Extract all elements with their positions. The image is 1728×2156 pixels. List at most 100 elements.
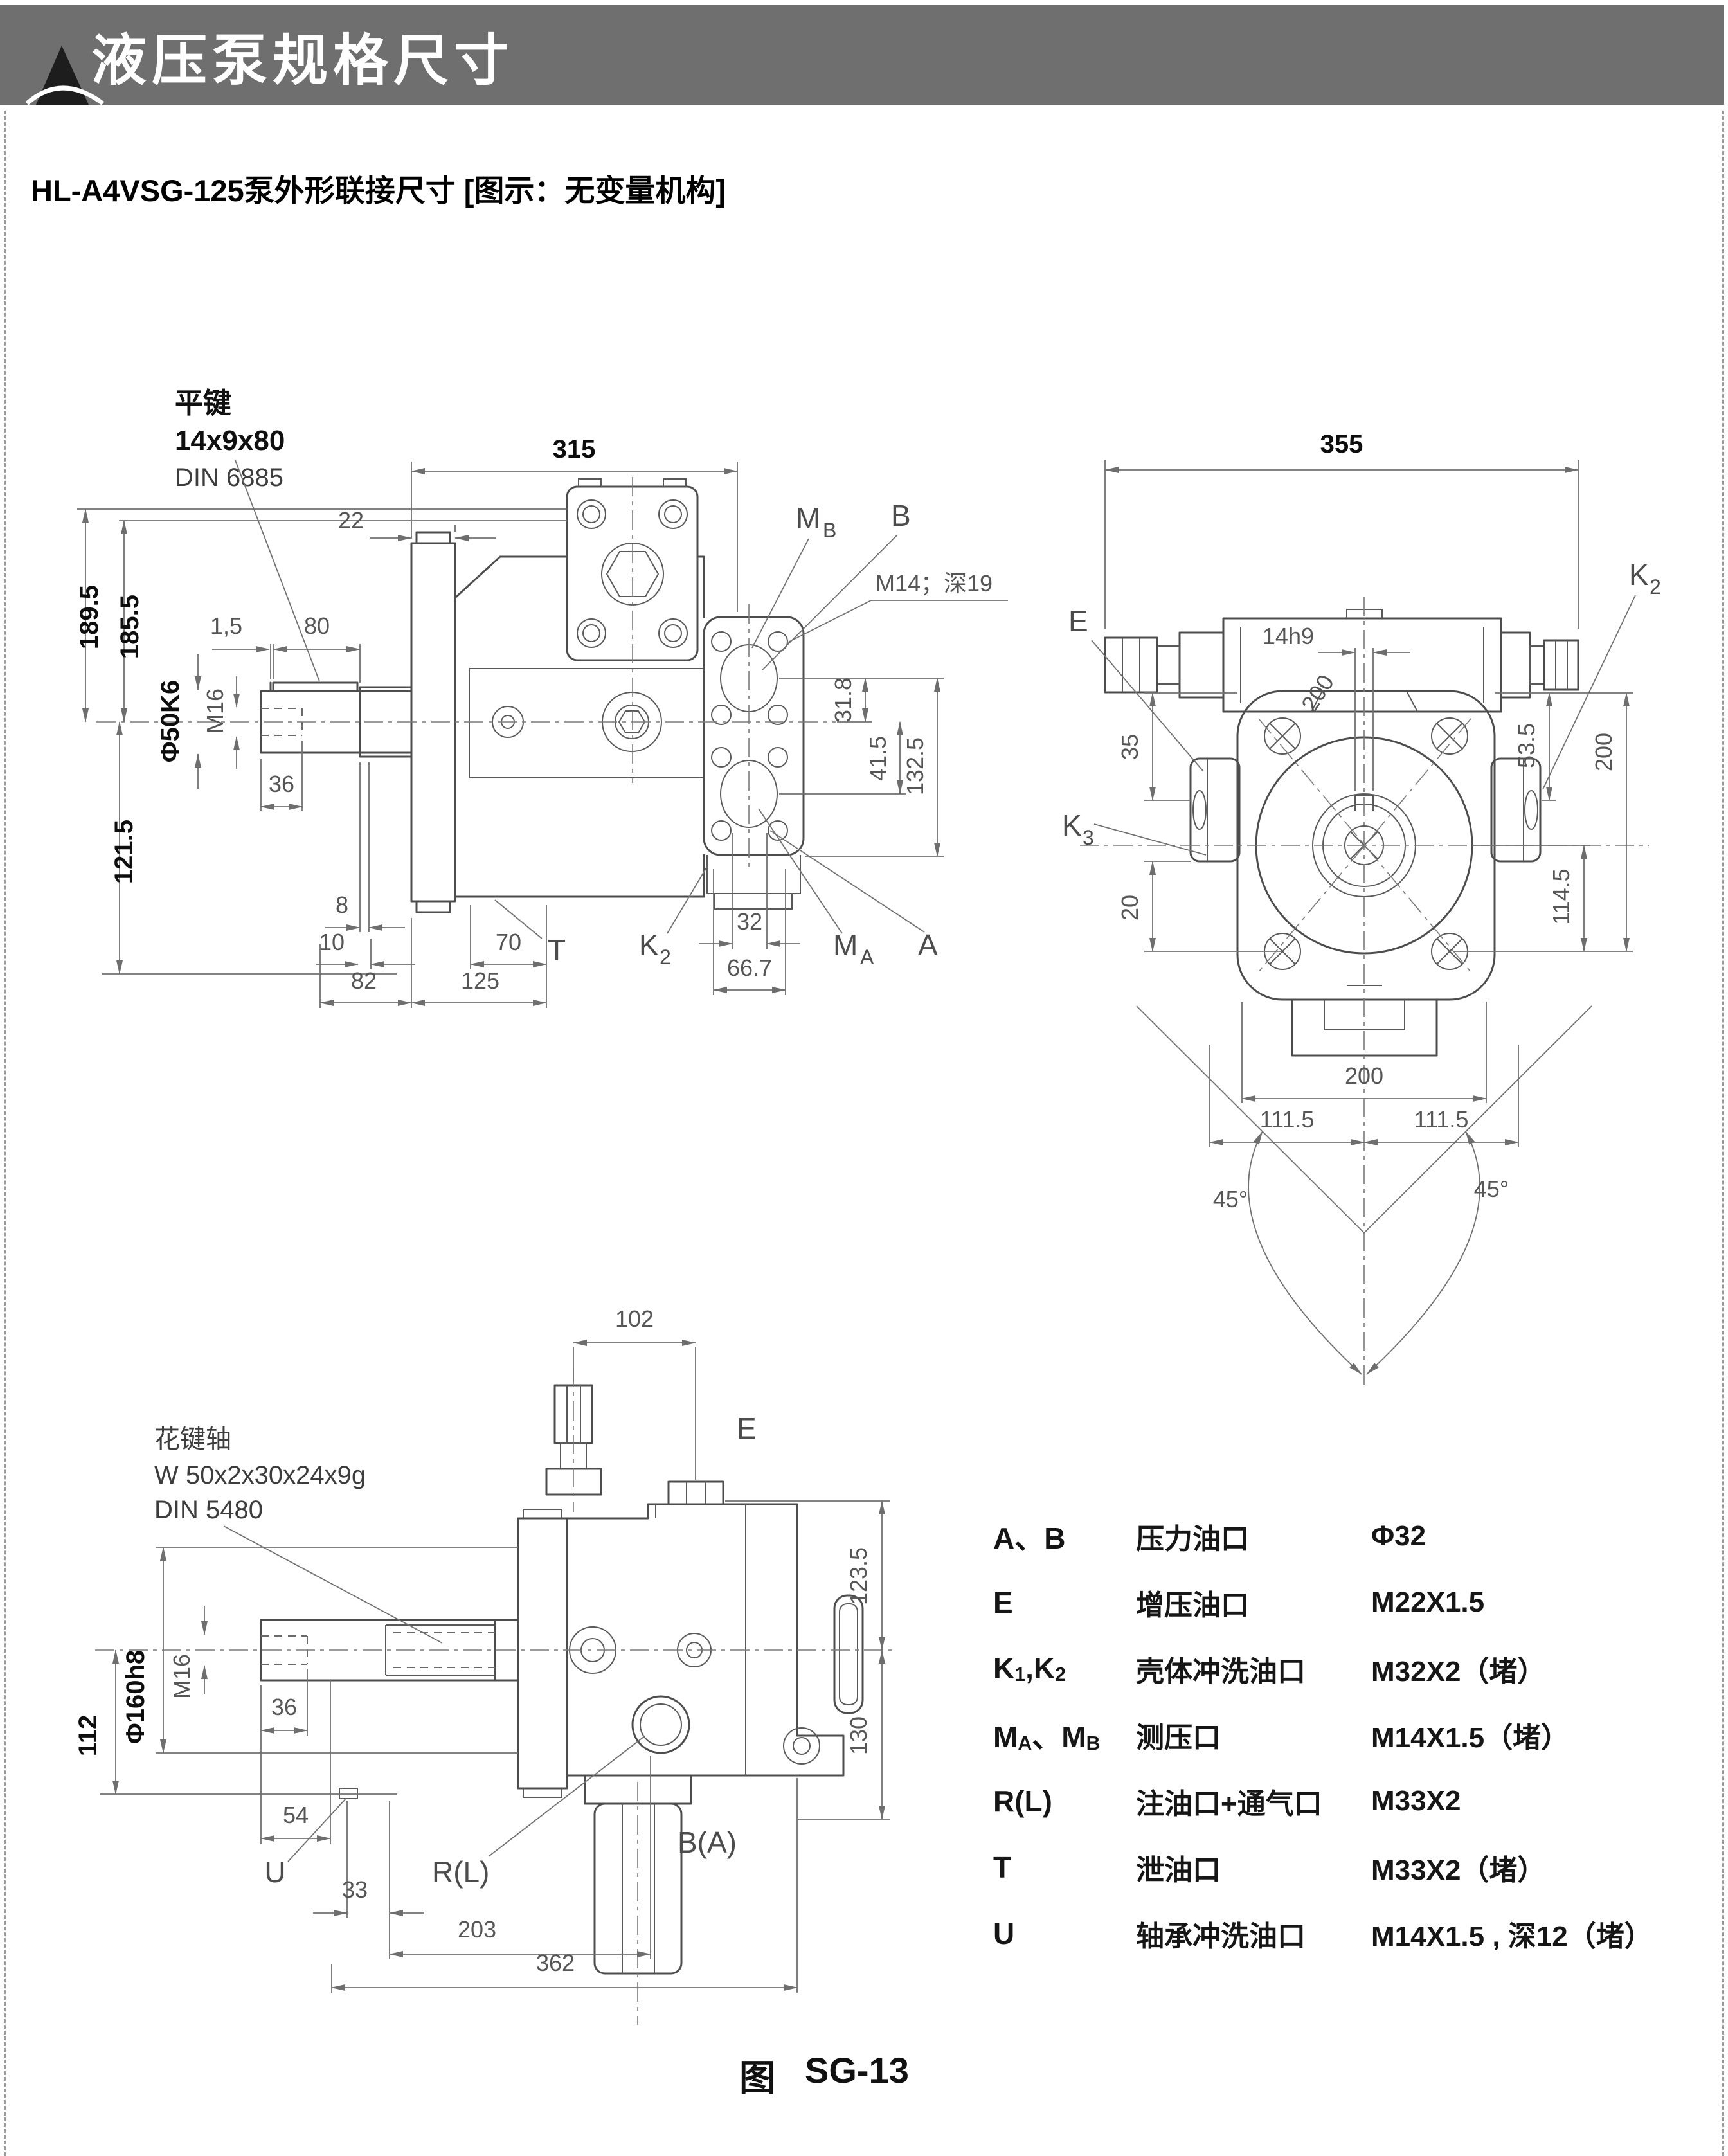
side-port-label-t: T [548, 933, 566, 967]
side-port-label-b: B [891, 499, 911, 532]
side-dim-80: 80 [304, 613, 330, 639]
port-spec: M33X2（堵） [1371, 1854, 1546, 1886]
port-name: 压力油口 [1136, 1523, 1249, 1555]
bottom-dim-362: 362 [536, 1950, 575, 1976]
side-note-key-line1: 平键 [175, 388, 231, 419]
side-port-label-k2: K [639, 928, 659, 962]
port-code: T [993, 1850, 1012, 1884]
port-code: E [993, 1585, 1013, 1619]
side-view-drawing: 189.5 185.5 315 22 1,5 80 Φ50K6 M16 36 1… [75, 388, 1008, 1008]
front-dim-355: 355 [1320, 430, 1364, 458]
table-row: R(L) 注油口+通气口 M33X2 [993, 1768, 1655, 1834]
bottom-port-label-ba: B(A) [678, 1826, 737, 1859]
side-note-key-line3: DIN 6885 [175, 463, 284, 492]
side-dim-31-8: 31.8 [830, 678, 856, 723]
port-spec: M14X1.5 , 深12（堵） [1371, 1920, 1653, 1952]
front-dim-53-5: 53.5 [1513, 723, 1540, 768]
table-row: U 轴承冲洗油口 M14X1.5 , 深12（堵） [993, 1900, 1655, 1966]
side-dim-189-5: 189.5 [75, 585, 104, 649]
table-row: A、B 压力油口 Φ32 [993, 1503, 1655, 1569]
side-dim-22: 22 [338, 507, 364, 534]
front-dim-14h9: 14h9 [1263, 623, 1314, 649]
port-name: 注油口+通气口 [1136, 1788, 1322, 1820]
side-dim-1-5: 1,5 [210, 613, 242, 639]
side-dim-phi50k6: Φ50K6 [156, 680, 184, 762]
port-spec: M33X2 [1371, 1784, 1461, 1817]
bottom-dim-130: 130 [845, 1716, 872, 1755]
side-note-m14: M14；深19 [876, 570, 993, 597]
side-dim-m16: M16 [202, 688, 228, 733]
side-port-label-mb: M [796, 501, 820, 535]
front-port-label-k2-sub: 2 [1650, 575, 1661, 598]
bottom-note-spline-line1: 花键轴 [154, 1425, 231, 1453]
front-dim-35: 35 [1117, 734, 1143, 760]
side-dim-36: 36 [269, 771, 294, 797]
side-dim-185-5: 185.5 [116, 595, 144, 659]
front-port-label-k3-sub: 3 [1083, 826, 1094, 849]
port-code: A、B [993, 1521, 1066, 1555]
port-spec: Φ32 [1371, 1520, 1426, 1552]
bottom-note-spline-line2: W 50x2x30x24x9g [154, 1461, 366, 1489]
front-port-label-e: E [1068, 604, 1088, 638]
port-spec: M22X1.5 [1371, 1586, 1485, 1618]
bottom-dim-33: 33 [342, 1876, 368, 1903]
bottom-dim-123-5: 123.5 [845, 1547, 872, 1605]
port-name: 壳体冲洗油口 [1136, 1655, 1306, 1687]
front-dim-111-5-right: 111.5 [1414, 1106, 1469, 1133]
bottom-port-label-u: U [264, 1855, 285, 1889]
bottom-note-spline-line3: DIN 5480 [154, 1496, 263, 1524]
port-name: 泄油口 [1136, 1854, 1221, 1886]
side-port-label-ma-sub: A [860, 946, 874, 969]
side-port-label-mb-sub: B [823, 519, 836, 542]
side-dim-70: 70 [496, 929, 521, 955]
port-code: MA、MB [993, 1720, 1101, 1754]
title-banner: 液压泵规格尺寸 [0, 5, 1724, 105]
side-dim-315: 315 [553, 435, 596, 463]
bottom-port-label-e: E [737, 1412, 757, 1445]
side-port-label-ma: M [833, 928, 858, 962]
page-title: 液压泵规格尺寸 [91, 30, 514, 91]
bottom-dim-112: 112 [74, 1715, 102, 1757]
bottom-dim-203: 203 [458, 1916, 496, 1943]
front-port-label-k3: K [1062, 809, 1082, 842]
port-name: 测压口 [1136, 1721, 1221, 1754]
front-view-drawing: 355 14h9 200 E K 3 K 2 35 20 53.5 114.5 … [1062, 430, 1661, 1388]
figure-caption: 图 SG-13 [739, 2049, 909, 2101]
side-port-label-a: A [918, 928, 938, 962]
front-dim-200-diagonal: 200 [1296, 670, 1339, 717]
side-dim-66-7: 66.7 [727, 955, 772, 981]
table-row: E 增压油口 M22X1.5 [993, 1569, 1655, 1635]
figure-caption-code: SG-13 [805, 2050, 909, 2090]
bottom-dim-102: 102 [615, 1306, 654, 1332]
bottom-port-label-rl: R(L) [432, 1855, 489, 1889]
right-page-dashed-border [1722, 111, 1724, 2156]
front-dim-200-right: 200 [1590, 733, 1617, 771]
front-dim-45-right: 45° [1474, 1176, 1509, 1202]
bottom-dim-36: 36 [271, 1694, 297, 1720]
table-row: T 泄油口 M33X2（堵） [993, 1834, 1655, 1900]
front-dim-111-5-left: 111.5 [1260, 1106, 1315, 1133]
port-name: 轴承冲洗油口 [1136, 1920, 1306, 1952]
bottom-dim-54: 54 [283, 1802, 309, 1828]
page-subtitle: HL-A4VSG-125泵外形联接尺寸 [图示：无变量机构] [31, 174, 726, 208]
port-code: R(L) [993, 1784, 1052, 1818]
front-dim-200-bottom: 200 [1345, 1063, 1383, 1089]
bottom-dim-phi160h8: Φ160h8 [122, 1650, 150, 1744]
side-dim-41-5: 41.5 [865, 736, 891, 781]
front-port-label-k2: K [1629, 558, 1649, 591]
front-dim-114-5: 114.5 [1548, 868, 1574, 924]
port-name: 增压油口 [1136, 1589, 1249, 1621]
banner-decoration [25, 46, 105, 105]
port-spec: M32X2（堵） [1371, 1655, 1546, 1687]
side-port-label-k2-sub: 2 [660, 946, 671, 969]
side-dim-82: 82 [351, 967, 377, 994]
port-code: U [993, 1916, 1015, 1950]
side-dim-132-5: 132.5 [902, 737, 928, 795]
front-dim-45-left: 45° [1213, 1186, 1248, 1212]
front-dim-20: 20 [1117, 895, 1143, 921]
figure-caption-prefix: 图 [739, 2058, 775, 2098]
